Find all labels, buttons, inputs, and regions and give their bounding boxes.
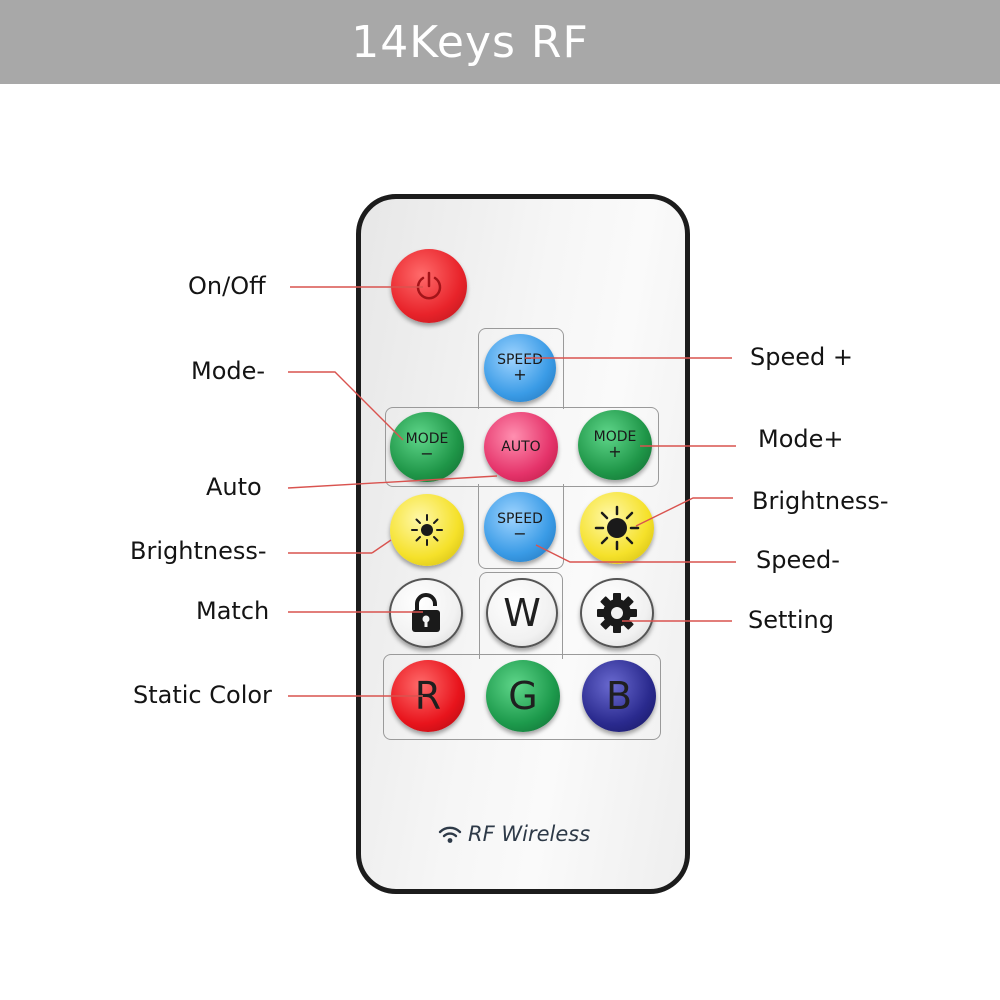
red-button-letter: R xyxy=(414,674,442,718)
mode-plus-sign: + xyxy=(608,442,622,461)
speed-plus-button[interactable]: SPEED + xyxy=(484,334,556,402)
white-button-letter: W xyxy=(503,591,541,635)
page-title: 14Keys RF xyxy=(351,16,589,68)
w-button-groove xyxy=(479,572,563,659)
mode-minus-button[interactable]: MODE − xyxy=(390,412,464,482)
mode-plus-text: MODE xyxy=(593,429,637,445)
label-mode-plus: Mode+ xyxy=(758,425,844,453)
label-setting: Setting xyxy=(748,606,834,634)
auto-text: AUTO xyxy=(501,439,541,455)
blue-button-letter: B xyxy=(605,674,633,718)
green-button-letter: G xyxy=(508,674,538,718)
gear-icon xyxy=(597,593,637,633)
label-auto: Auto xyxy=(206,473,262,501)
speed-minus-sign: − xyxy=(513,524,527,543)
sun-icon-large xyxy=(594,505,640,551)
brand-logo: RF Wireless xyxy=(438,822,590,846)
header-banner: 14Keys RF xyxy=(0,0,1000,84)
speed-minus-text: SPEED xyxy=(497,511,543,527)
mode-row-groove xyxy=(385,407,659,487)
label-brightness-right: Brightness- xyxy=(752,487,889,515)
speed-plus-groove xyxy=(478,328,564,409)
lock-icon xyxy=(412,593,440,632)
mode-minus-text: MODE xyxy=(405,431,449,447)
sun-icon-small xyxy=(411,514,443,546)
label-on-off: On/Off xyxy=(188,272,266,300)
brightness-minus-button[interactable] xyxy=(390,494,464,566)
label-speed-minus: Speed- xyxy=(756,546,840,574)
mode-minus-sign: − xyxy=(420,444,434,463)
label-brightness-left: Brightness- xyxy=(130,537,267,565)
label-static-color: Static Color xyxy=(133,681,272,709)
red-button[interactable]: R xyxy=(391,660,465,732)
auto-button[interactable]: AUTO xyxy=(484,412,558,482)
white-button[interactable]: W xyxy=(486,578,558,648)
setting-button[interactable] xyxy=(580,578,654,648)
label-match: Match xyxy=(196,597,270,625)
speed-minus-groove xyxy=(478,484,564,569)
green-button[interactable]: G xyxy=(486,660,560,732)
wifi-icon xyxy=(438,826,462,843)
blue-button[interactable]: B xyxy=(582,660,656,732)
match-button[interactable] xyxy=(389,578,463,648)
brand-text: RF Wireless xyxy=(468,822,591,846)
speed-plus-sign: + xyxy=(513,365,527,384)
speed-minus-button[interactable]: SPEED − xyxy=(484,492,556,562)
speed-plus-text: SPEED xyxy=(497,352,543,368)
label-speed-plus: Speed + xyxy=(750,343,853,371)
mode-plus-button[interactable]: MODE + xyxy=(578,410,652,480)
power-button[interactable] xyxy=(391,249,467,323)
power-icon xyxy=(416,271,442,300)
label-mode-minus: Mode- xyxy=(191,357,266,385)
rgb-row-groove xyxy=(383,654,661,740)
brightness-plus-button[interactable] xyxy=(580,492,654,564)
